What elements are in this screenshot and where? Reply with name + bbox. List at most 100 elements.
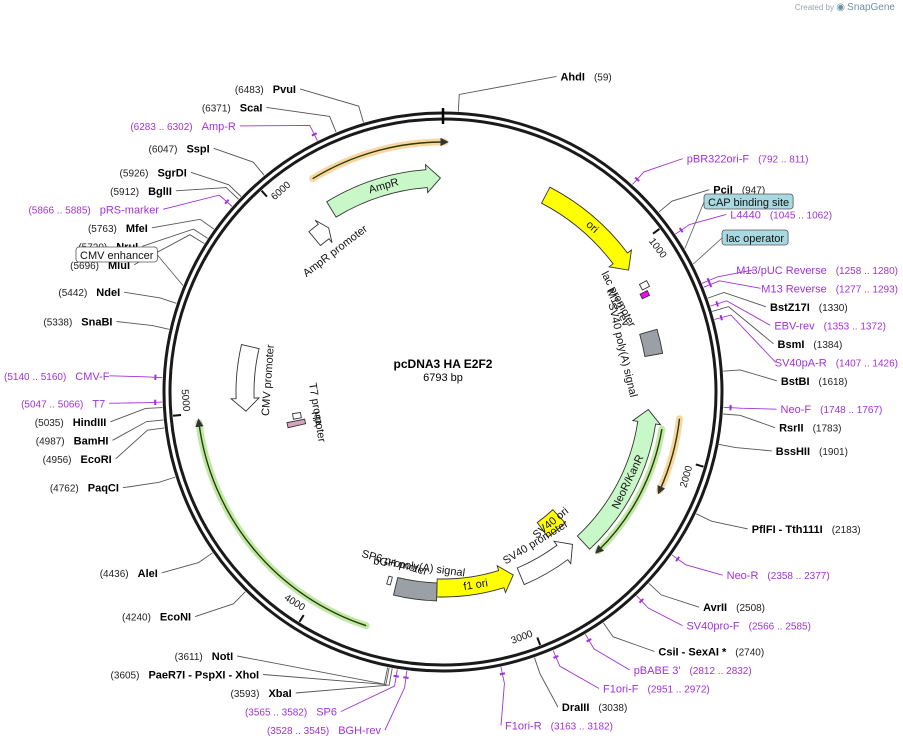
site-name: AhdI	[560, 71, 584, 83]
site-position: (5866 .. 5885)	[28, 205, 90, 216]
site-position: (4436)	[100, 569, 129, 580]
enzyme-site: EcoRI(4956)	[43, 454, 112, 466]
site-name: SP6	[316, 707, 337, 719]
site-position: (1353 .. 1372)	[824, 321, 886, 332]
site-name: AvrII	[703, 602, 727, 614]
site-leader	[124, 291, 177, 304]
site-position: (1258 .. 1280)	[836, 266, 898, 277]
site-position: (2183)	[832, 525, 861, 536]
tick-label: 2000	[679, 464, 696, 489]
orf-track-glow-2	[195, 419, 370, 630]
feature-label: SP6 promoter	[360, 548, 429, 578]
site-position: (2951 .. 2972)	[647, 685, 709, 696]
site-leader	[116, 321, 170, 330]
enzyme-site: SgrDI(5926)	[120, 167, 187, 179]
site-position: (5047 .. 5066)	[21, 399, 83, 410]
enzyme-site: HindIII(5035)	[35, 417, 107, 429]
enzyme-site: AhdI(59)	[560, 71, 611, 83]
site-leader	[457, 76, 557, 112]
credit-app: SnapGene	[847, 2, 895, 13]
feature-label: f1 ori	[463, 577, 489, 593]
site-name: M13 Reverse	[761, 283, 826, 295]
tick-mark	[695, 463, 704, 468]
site-position: (5696)	[70, 261, 99, 272]
enzyme-site: BamHI (4987)	[36, 435, 109, 447]
feature-sv40-poly-a-signal	[639, 328, 664, 358]
tick-label: 1000	[646, 236, 668, 261]
primer-mark	[708, 281, 713, 288]
primer-mark	[638, 598, 644, 604]
tick-mark	[172, 414, 182, 417]
enzyme-site: DraIII(3038)	[562, 702, 627, 714]
site-position: (5442)	[58, 288, 87, 299]
site-leader	[122, 476, 176, 489]
primer-site: pRS-marker(5866 .. 5885)	[28, 204, 159, 216]
tick-label: 3000	[510, 628, 535, 646]
site-leader	[263, 667, 390, 685]
site-name: EBV-rev	[774, 320, 815, 332]
site-leader	[161, 552, 213, 574]
site-leader	[701, 269, 755, 284]
site-name: PaeR7I - PspXI - XhoI	[148, 670, 259, 682]
enzyme-site: ScaI(6371)	[202, 102, 263, 114]
site-position: (4987)	[36, 436, 65, 447]
primer-site: SP6(3565 .. 3582)	[245, 707, 337, 719]
site-name: PvuI	[273, 84, 296, 96]
site-position: (1407 .. 1426)	[836, 358, 898, 369]
site-position: (4956)	[43, 455, 72, 466]
primer-site: BGH-rev(3528 .. 3545)	[267, 725, 382, 737]
site-name: PaqCI	[88, 483, 119, 495]
site-name: BGH-rev	[338, 725, 381, 737]
enzyme-site: PvuI(6483)	[235, 84, 296, 96]
site-name: BamHI	[74, 435, 109, 447]
site-position: (2358 .. 2377)	[767, 571, 829, 582]
site-position: (4240)	[122, 613, 151, 624]
site-leader	[112, 419, 164, 441]
site-name: Neo-F	[781, 404, 812, 416]
enzyme-site: NotI(3611)	[175, 651, 234, 663]
feature-neor-kanr	[576, 408, 662, 550]
primer-site: Neo-R(2358 .. 2377)	[727, 570, 830, 582]
site-leader	[500, 666, 505, 726]
feature-lac-promoter	[638, 280, 651, 291]
site-position: (2740)	[735, 648, 764, 659]
outer-feature-label: CMV enhancer	[80, 250, 154, 262]
primer-mark	[586, 638, 592, 643]
feature-ampr-promoter	[308, 219, 333, 247]
enzyme-site: CsiI - SexAI *(2740)	[658, 647, 764, 659]
primer-site: F1ori-F (2951 .. 2972)	[603, 684, 710, 696]
tick-label: 5000	[179, 389, 192, 413]
site-name: SspI	[186, 143, 209, 155]
site-name: MluI	[108, 260, 130, 272]
site-position: (5912)	[110, 187, 139, 198]
site-position: (1618)	[819, 377, 848, 388]
primer-mark	[678, 227, 684, 233]
site-name: F1ori-F	[603, 684, 639, 696]
enzyme-site: PflFI - Tth111I (2183)	[752, 524, 861, 536]
site-position: (1330)	[819, 303, 848, 314]
site-name: MfeI	[126, 223, 148, 235]
outer-feature-box	[721, 229, 789, 246]
site-leader	[340, 669, 398, 712]
primer-site: pBABE 3'(2812 .. 2832)	[634, 665, 752, 677]
site-position: (3611)	[175, 652, 203, 663]
primer-site: pBR322ori-F(792 .. 811)	[687, 154, 809, 166]
enzyme-site: BstBI(1618)	[781, 376, 848, 388]
site-leader	[707, 291, 767, 308]
tick-label: 6000	[269, 179, 293, 202]
plasmid-length: 6793 bp	[423, 372, 463, 384]
orf-track-1	[657, 418, 681, 495]
site-leader	[723, 413, 776, 429]
site-leader	[384, 670, 408, 731]
enzyme-site: PaeR7I - PspXI - XhoI(3605)	[111, 670, 260, 682]
site-name: M13/pUC Reverse	[736, 265, 826, 277]
site-leader	[109, 401, 163, 404]
feature-t7-promoter	[292, 412, 302, 420]
plasmid-name: pcDNA3 HA E2F2	[394, 357, 493, 371]
site-name: BssHII	[776, 446, 810, 458]
site-leader	[115, 427, 165, 460]
enzyme-site: PaqCI(4762)	[50, 483, 119, 495]
site-leader	[151, 218, 215, 230]
site-leader	[658, 189, 710, 213]
site-name: PflFI - Tth111I	[752, 524, 823, 536]
